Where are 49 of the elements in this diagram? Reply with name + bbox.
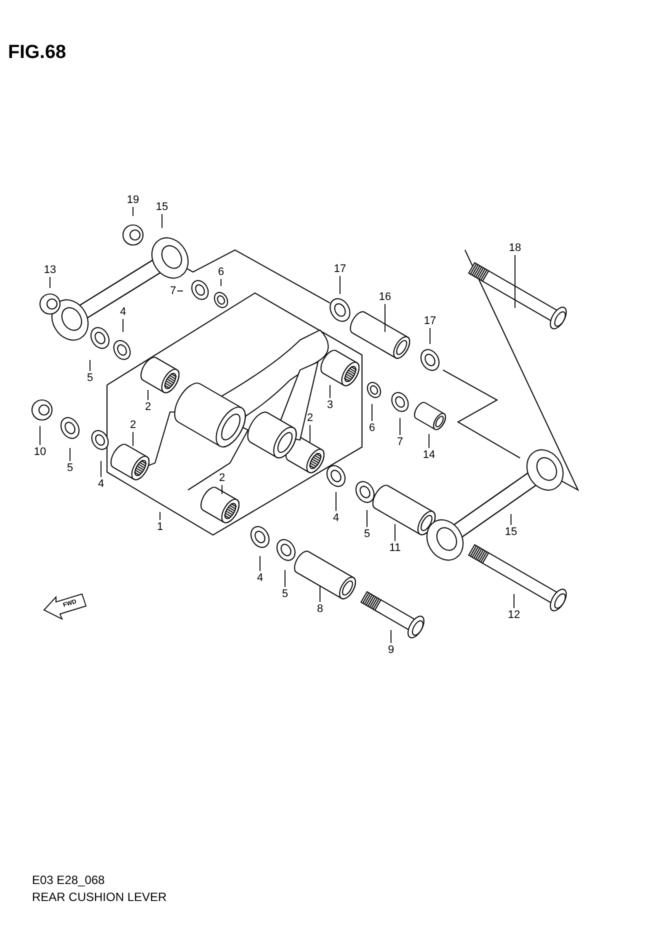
callout-number: 4	[96, 478, 106, 490]
leader-line	[220, 278, 222, 286]
leader-line	[176, 290, 184, 292]
leader-line	[100, 460, 102, 478]
callout-number: 4	[330, 512, 342, 524]
callout-number: 2	[128, 419, 138, 431]
figure-title: FIG.68	[8, 42, 66, 64]
leader-line	[284, 570, 286, 588]
callout-number: 8	[314, 603, 326, 615]
callout-number: 17	[421, 315, 439, 327]
callout-number: 11	[386, 542, 404, 554]
leader-line	[122, 318, 124, 332]
leader-line	[366, 510, 368, 528]
callout-number: 9	[386, 644, 396, 656]
callout-number: 15	[153, 201, 171, 213]
callout-number: 15	[502, 526, 520, 538]
leader-line	[132, 206, 134, 216]
callout-number: 5	[280, 588, 290, 600]
callout-number: 5	[64, 462, 76, 474]
callout-number: 16	[376, 291, 394, 303]
figure-code: E03 E28_068	[32, 873, 105, 887]
callout-number: 5	[84, 372, 96, 384]
callout-number: 12	[505, 609, 523, 621]
callout-number: 10	[31, 446, 49, 458]
callout-number: 2	[216, 472, 228, 484]
callout-number: 4	[118, 306, 128, 318]
callout-number: 19	[124, 194, 142, 206]
leader-line	[394, 524, 396, 542]
callout-number: 18	[506, 242, 524, 254]
leader-line	[132, 432, 134, 446]
callout-number: 7	[168, 285, 178, 297]
callout-number: 17	[331, 263, 349, 275]
callout-number: 2	[142, 401, 154, 413]
leader-line	[510, 514, 512, 526]
callout-number: 7	[394, 436, 406, 448]
leader-line	[514, 254, 516, 308]
callout-number: 14	[420, 449, 438, 461]
leader-line	[390, 630, 392, 644]
callout-number: 13	[41, 264, 59, 276]
callout-number: 3	[324, 399, 336, 411]
figure-caption: REAR CUSHION LEVER	[32, 890, 167, 904]
callout-number: 6	[216, 266, 226, 278]
callout-number: 2	[304, 412, 316, 424]
callout-number: 4	[254, 572, 266, 584]
callout-number: 6	[366, 422, 378, 434]
leader-line	[384, 304, 386, 332]
leader-line	[428, 434, 430, 448]
callout-number: 5	[362, 528, 372, 540]
callout-number: 1	[154, 521, 166, 533]
